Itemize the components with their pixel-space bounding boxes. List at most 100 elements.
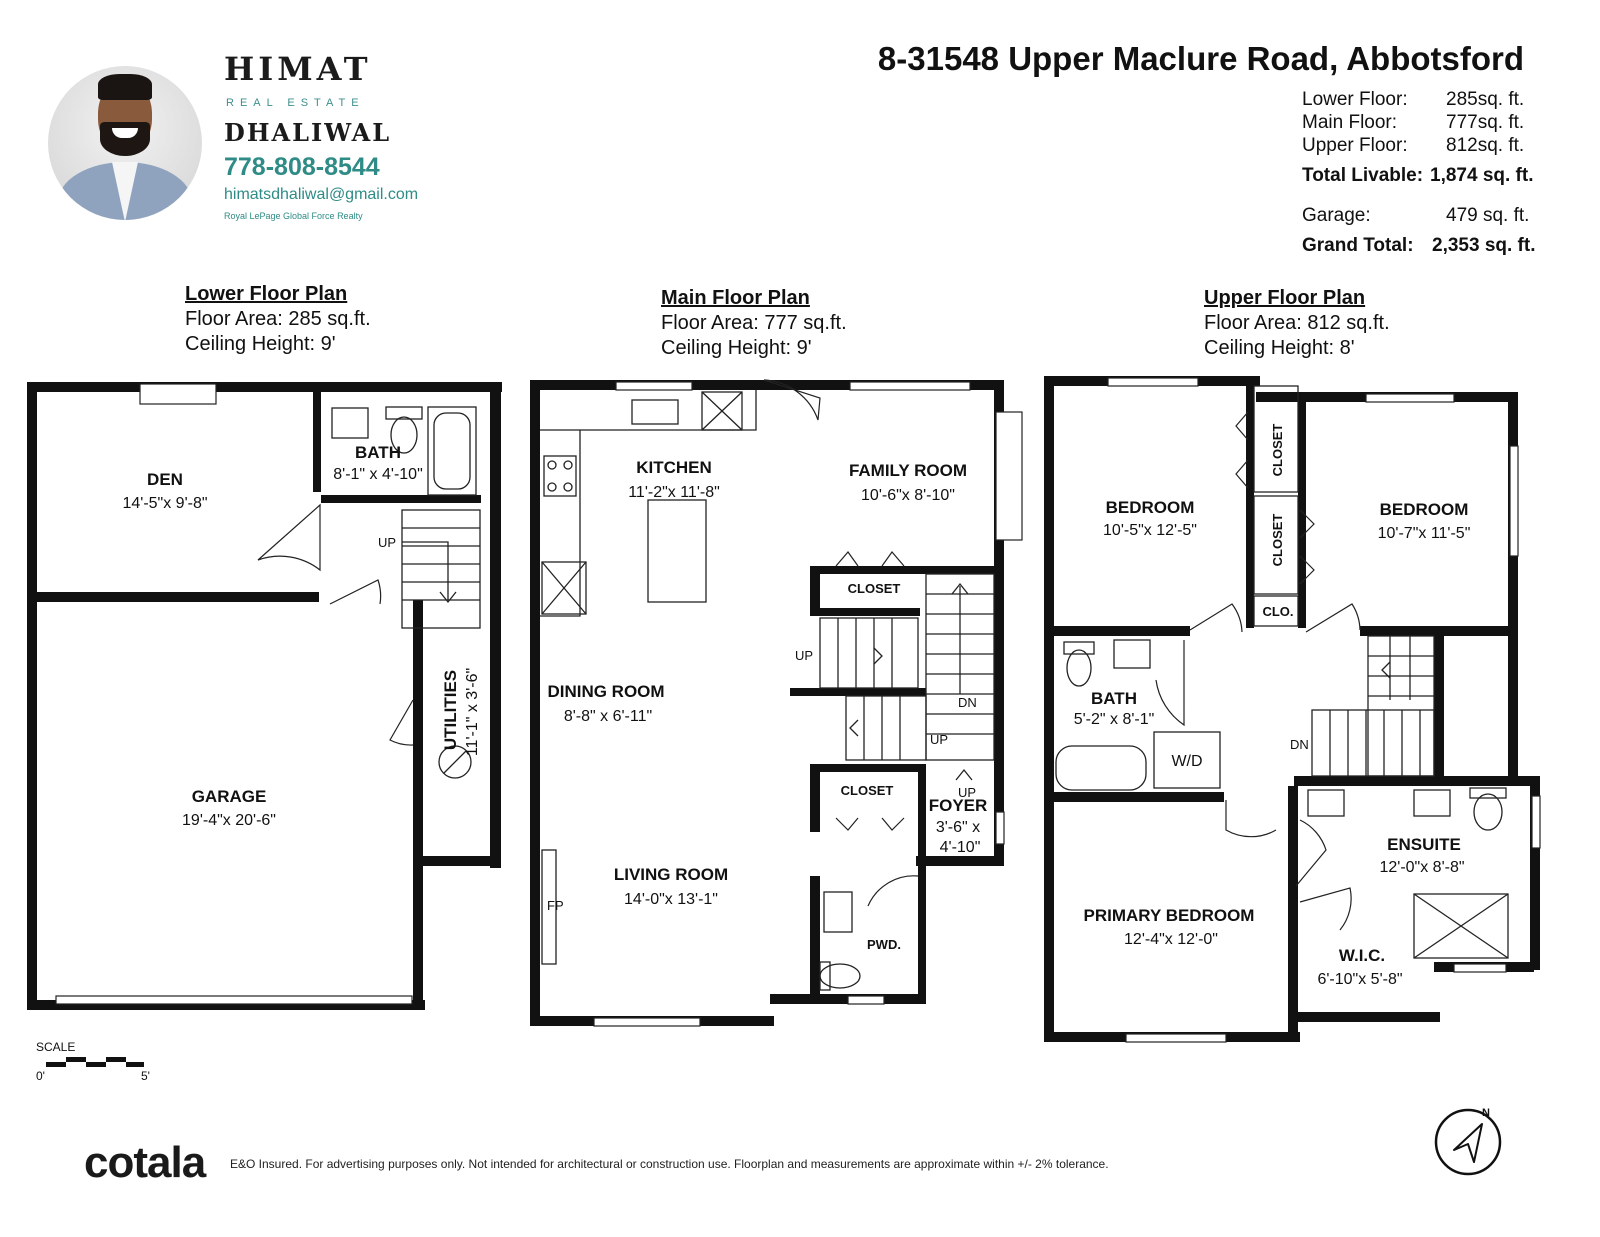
upper-stairs (1311, 635, 1435, 777)
lower-plan-ceiling: Ceiling Height: 9' (185, 333, 336, 355)
main-closet2-label: CLOSET (841, 783, 894, 798)
lower-wall-top (27, 382, 502, 392)
room-name-utilities: UTILITIES (441, 670, 460, 750)
upper-closet1-doors (1235, 411, 1249, 489)
fireplace-label: FP (547, 898, 564, 913)
lower-wall-left (27, 382, 37, 1010)
upper-closet2-doors (1299, 509, 1315, 585)
lower-wall-garage-right (413, 600, 423, 1010)
lower-wall-right (490, 382, 501, 868)
upper-wall-stair-right (1434, 636, 1444, 782)
upper-window-shower (1453, 963, 1507, 973)
room-name-wic: W.I.C. (1339, 946, 1385, 965)
room-dim-foyer-1: 3'-6" x (936, 819, 980, 836)
upper-window-primary (1125, 1033, 1227, 1043)
cotala-logo: cotala (84, 1138, 206, 1187)
upper-door-bath (1155, 640, 1185, 727)
upper-door-primary (1225, 800, 1277, 838)
room-dim-bedroom-1: 10'-5"x 12'-5" (1103, 522, 1197, 539)
main-plan-ceiling: Ceiling Height: 9' (661, 337, 812, 359)
lower-wall-den-right (313, 392, 321, 492)
scale-bar (46, 1057, 144, 1067)
main-wall-left (530, 380, 540, 1026)
upper-window-ensuite (1531, 795, 1541, 849)
main-wall-foyer-bottom (916, 856, 1004, 866)
main-window-pwd (847, 995, 885, 1005)
room-name-ensuite: ENSUITE (1387, 835, 1461, 854)
agent-last-name: DHALIWAL (224, 118, 392, 147)
main-plan-title: Main Floor Plan (661, 287, 810, 309)
agent-photo (48, 66, 202, 220)
room-name-upper-bath: BATH (1091, 689, 1137, 708)
room-dim-upper-bath: 5'-2" x 8'-1" (1074, 711, 1155, 728)
pwd-toilet (819, 963, 861, 989)
main-wall-closet2-top (810, 764, 926, 772)
upper-plan-title: Upper Floor Plan (1204, 287, 1366, 309)
agent-email[interactable]: himatsdhaliwal@gmail.com (224, 186, 419, 203)
lower-wall-utility-bottom (415, 856, 501, 866)
room-dim-lower-bath: 8'-1" x 4'-10" (333, 466, 423, 483)
main-closet2-doors (835, 817, 905, 831)
room-name-bedroom-1: BEDROOM (1106, 498, 1195, 517)
upper-wall-bed1-right (1246, 386, 1254, 628)
main-window-foyer (995, 811, 1005, 845)
upper-door-wic (1299, 887, 1352, 931)
lower-wall-bath-bottom (321, 495, 481, 503)
lower-stairs (401, 509, 481, 629)
main-plan-area: Floor Area: 777 sq.ft. (661, 312, 847, 334)
lower-bath-toilet (390, 416, 418, 454)
agent-brokerage: Royal LePage Global Force Realty (224, 211, 363, 221)
main-wall-foyer-left (918, 764, 926, 1004)
scale-start-label: 0' (36, 1069, 45, 1083)
upper-door-ensuite (1295, 819, 1327, 887)
washer-dryer (1153, 731, 1221, 789)
upper-wall-bath-bottom (1054, 792, 1224, 802)
main-plan-heading: Main Floor Plan Floor Area: 777 sq.ft. C… (661, 286, 847, 361)
upper-wall-ensuite-top (1294, 776, 1540, 786)
ensuite-sink-1 (1307, 789, 1345, 817)
agent-phone[interactable]: 778-808-8544 (224, 153, 380, 181)
main-wall-top (530, 380, 1004, 390)
washer-dryer-label: W/D (1171, 753, 1202, 770)
room-dim-primary-bedroom: 12'-4"x 12'-0" (1124, 931, 1218, 948)
upper-closet2-label: CLOSET (1270, 514, 1285, 567)
main-closet1-doors (835, 551, 905, 567)
room-name-den: DEN (147, 470, 183, 489)
disclaimer: E&O Insured. For advertising purposes on… (230, 1157, 1109, 1171)
main-wall-landing (790, 688, 926, 696)
room-dim-garage: 19'-4"x 20'-6" (182, 812, 276, 829)
room-name-lower-bath: BATH (355, 443, 401, 462)
property-address: 8-31548 Upper Maclure Road, Abbotsford (877, 40, 1524, 77)
upper-bath-toilet (1066, 649, 1092, 687)
room-name-kitchen: KITCHEN (636, 458, 712, 477)
main-window-family-top (849, 381, 971, 391)
upper-stairs-dn-label: DN (1290, 737, 1309, 752)
lower-bath-tub (427, 406, 477, 496)
foyer-stairs-up-label: UP (958, 785, 976, 800)
main-wall-stair-top (810, 566, 994, 574)
pwd-door (867, 875, 919, 907)
scale-label: SCALE (36, 1040, 76, 1054)
main-floor-plan: KITCHEN 11'-2"x 11'-8" FAMILY ROOM 10'-6… (530, 379, 1023, 1027)
room-dim-ensuite: 12'-0"x 8'-8" (1379, 859, 1464, 876)
room-dim-den: 14'-5"x 9'-8" (122, 495, 207, 512)
upper-door-bed2 (1305, 603, 1361, 633)
main-stairs-up-label-1: UP (795, 648, 813, 663)
room-name-living: LIVING ROOM (614, 865, 728, 884)
room-name-bedroom-2: BEDROOM (1380, 500, 1469, 519)
agent-tagline: REAL ESTATE (226, 97, 365, 109)
lower-wall-bottom (27, 1000, 425, 1010)
lower-wall-den-bottom (27, 592, 319, 602)
upper-floor-plan: BEDROOM 10'-5"x 12'-5" BEDROOM 10'-7"x 1… (1044, 376, 1541, 1043)
upper-window-bed1 (1107, 377, 1199, 387)
upper-wall-bed2-bottom (1360, 626, 1514, 636)
lower-utility-fixture (438, 745, 472, 779)
upper-plan-heading: Upper Floor Plan Floor Area: 812 sq.ft. … (1204, 286, 1390, 361)
main-closet1-label: CLOSET (848, 581, 901, 596)
pwd-sink (823, 891, 853, 933)
main-window-family-bay (995, 411, 1023, 541)
main-wall-pwd (810, 876, 820, 1004)
room-dim-utilities: 11'-1" x 3'-6" (464, 668, 481, 756)
compass-north-label: N (1482, 1107, 1490, 1119)
lower-stairs-up-label: UP (378, 535, 396, 550)
